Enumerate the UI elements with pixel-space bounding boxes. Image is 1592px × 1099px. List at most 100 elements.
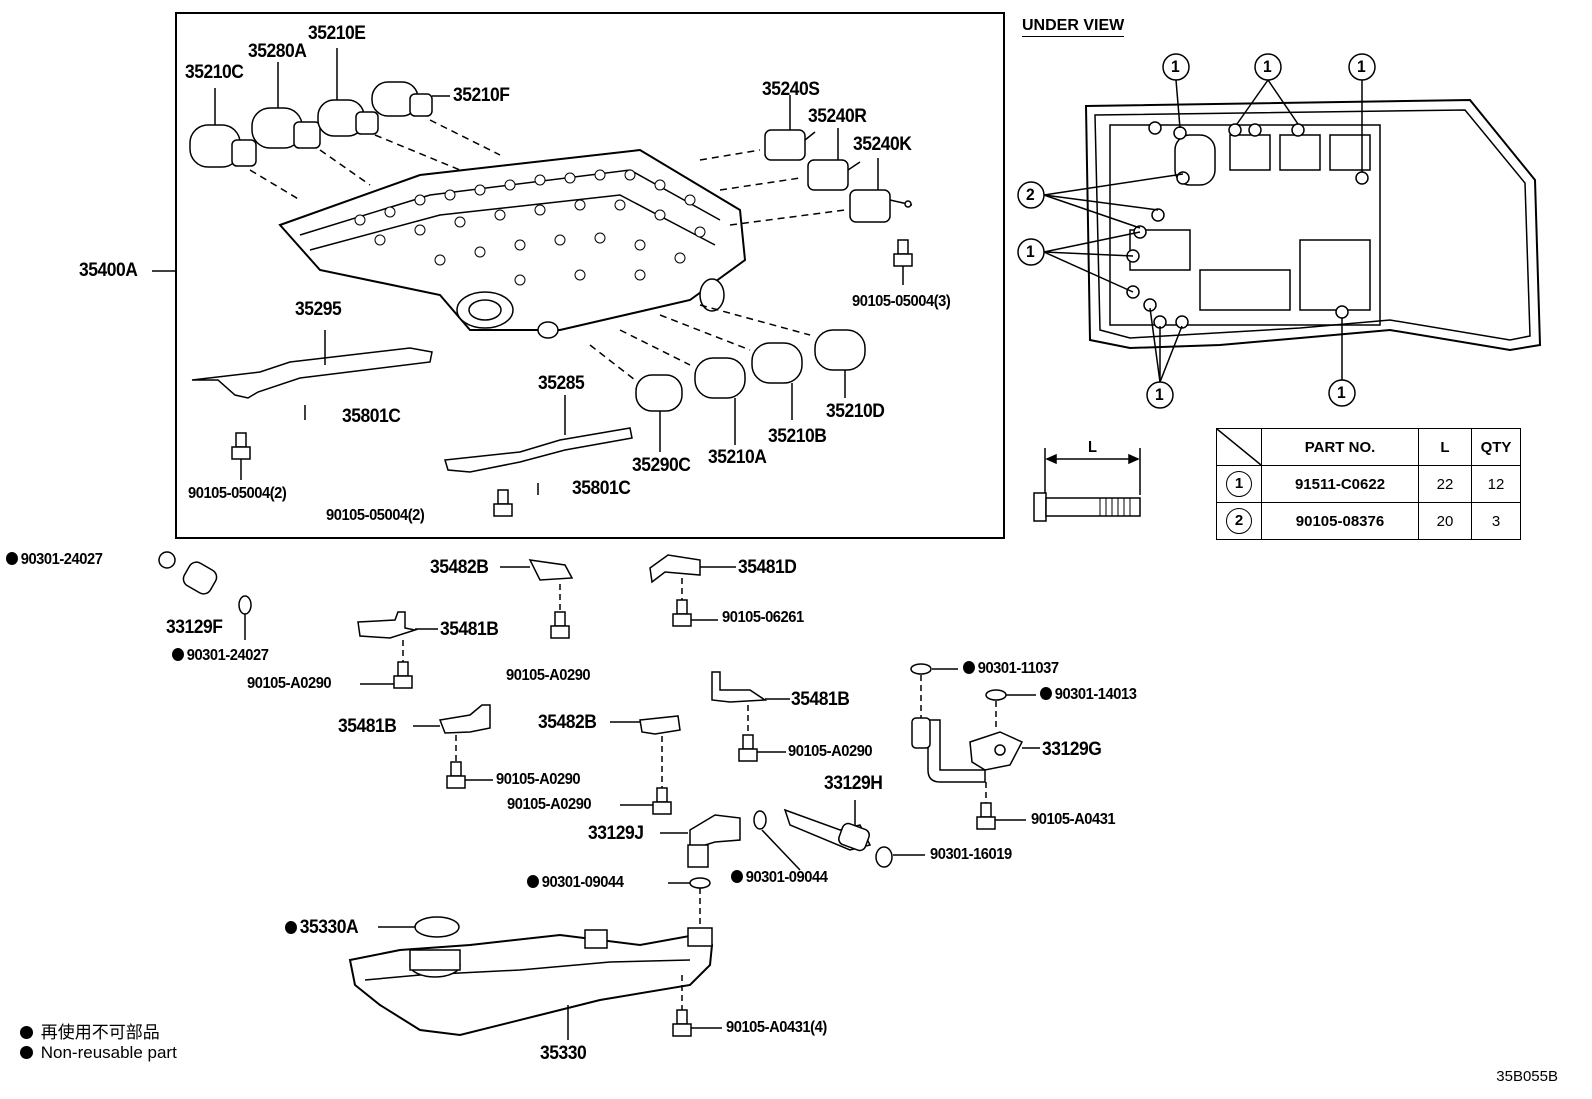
under-view-title: UNDER VIEW bbox=[1022, 17, 1125, 37]
part-35801c-b-label: 35801C bbox=[572, 478, 631, 499]
oring-90301-14013-label: 90301-14013 bbox=[1040, 686, 1137, 703]
oring-90301-24027-a bbox=[158, 551, 176, 569]
assembly-frame bbox=[175, 12, 1005, 539]
spec-ref-cell: 1 bbox=[1216, 465, 1262, 503]
part-35801c-a-label: 35801C bbox=[342, 406, 401, 427]
spec-table-row: 2 90105-08376 20 3 bbox=[1216, 502, 1521, 540]
bolt-06261 bbox=[672, 599, 692, 627]
bolt-a0290-a-label: 90105-A0290 bbox=[506, 667, 591, 684]
part-35295-label: 35295 bbox=[295, 299, 342, 320]
legend-jp: 再使用不可部品 bbox=[20, 1018, 160, 1043]
solenoid-35240s bbox=[764, 95, 816, 161]
bolt-a0290-d bbox=[446, 761, 466, 789]
bracket-35481d bbox=[649, 554, 701, 584]
bolt-a0290-d-label: 90105-A0290 bbox=[496, 771, 581, 788]
spec-header-l: L bbox=[1418, 428, 1472, 466]
solenoid-35240k bbox=[849, 158, 913, 223]
pipe-33129h bbox=[783, 808, 872, 852]
bolt-06261-label: 90105-06261 bbox=[722, 609, 804, 626]
non-reusable-dot-icon bbox=[1040, 687, 1052, 700]
part-35285-label: 35285 bbox=[538, 373, 585, 394]
oring-90301-24027-b bbox=[238, 595, 252, 615]
bolt-90105-05004-2b bbox=[493, 489, 513, 517]
part-35330-label: 35330 bbox=[540, 1043, 587, 1064]
part-35240r-label: 35240R bbox=[808, 106, 867, 127]
oring-90301-11037-label: 90301-11037 bbox=[963, 661, 1059, 677]
bolt-a0431 bbox=[976, 802, 996, 830]
part-35210f-label: 35210F bbox=[453, 85, 510, 106]
sleeve-33129f bbox=[182, 561, 218, 595]
bolt-a0290-c-label: 90105-A0290 bbox=[788, 743, 873, 760]
oring-14013-text: 90301-14013 bbox=[1054, 686, 1137, 703]
dimension-l-label: L bbox=[1088, 439, 1097, 456]
part-35210a-label: 35210A bbox=[708, 447, 767, 468]
figure-id: 35B055B bbox=[1496, 1068, 1558, 1085]
part-35290c-label: 35290C bbox=[632, 455, 691, 476]
solenoid-35210a bbox=[694, 357, 746, 445]
callout-1-f: 1 bbox=[1337, 383, 1346, 402]
solenoid-35210f bbox=[371, 81, 450, 117]
oring-24027-b-text: 90301-24027 bbox=[186, 647, 269, 664]
oring-90301-24027-b-label: 90301-24027 bbox=[172, 647, 269, 664]
spec-table-header-row: PART NO. L QTY bbox=[1216, 428, 1521, 466]
spec-part-no: 90105-08376 bbox=[1261, 502, 1419, 540]
strainer-35330 bbox=[348, 927, 714, 1037]
callout-1-e: 1 bbox=[1155, 385, 1164, 404]
oring-90301-16019-label: 90301-16019 bbox=[930, 846, 1012, 863]
bolt-a0290-b-label: 90105-A0290 bbox=[247, 675, 332, 692]
part-35481b-a-label: 35481B bbox=[440, 619, 499, 640]
bracket-35481b-a bbox=[357, 611, 418, 639]
under-view-callout-leaders bbox=[1043, 79, 1363, 383]
pipe-33129g bbox=[911, 717, 1024, 783]
solenoid-35210b bbox=[751, 342, 803, 420]
callout-2-a: 2 bbox=[1026, 185, 1035, 204]
part-35280a-label: 35280A bbox=[248, 41, 307, 62]
oring-90301-09044-b bbox=[753, 810, 767, 830]
part-33129h-label: 33129H bbox=[824, 773, 883, 794]
spec-length: 20 bbox=[1418, 502, 1472, 540]
bolt-dimension-drawing bbox=[1033, 448, 1141, 522]
under-view-bolts bbox=[1126, 121, 1369, 329]
oring-09044-b-text: 90301-09044 bbox=[745, 869, 828, 886]
plate-35295 bbox=[191, 330, 433, 399]
part-35330a-label: 35330A bbox=[285, 918, 359, 937]
bracket-35482b-a bbox=[528, 559, 574, 581]
part-35210c-label: 35210C bbox=[185, 62, 244, 83]
oring-90301-09044-a bbox=[689, 877, 711, 889]
oring-90301-16019 bbox=[875, 846, 893, 868]
non-reusable-dot-icon bbox=[172, 648, 184, 661]
part-35210b-label: 35210B bbox=[768, 426, 827, 447]
spec-table-row: 1 91511-C0622 22 12 bbox=[1216, 465, 1521, 503]
callout-1-c: 1 bbox=[1357, 57, 1366, 76]
bolt-a0290-a bbox=[550, 611, 570, 639]
oring-90301-11037 bbox=[910, 663, 932, 675]
spec-ref-cell: 2 bbox=[1216, 502, 1262, 540]
spec-header-part-no: PART NO. bbox=[1261, 428, 1419, 466]
bolt-90105-05004-2b-label: 90105-05004(2) bbox=[326, 507, 425, 524]
bolt-90105-05004-2a bbox=[231, 432, 251, 480]
bracket-35482b-b bbox=[639, 715, 681, 735]
solenoid-35210e bbox=[317, 48, 379, 137]
spec-table-corner bbox=[1216, 428, 1262, 466]
part-35482b-a-label: 35482B bbox=[430, 557, 489, 578]
spec-qty: 3 bbox=[1471, 502, 1521, 540]
spec-ref-2: 2 bbox=[1226, 508, 1252, 534]
part-35481d-label: 35481D bbox=[738, 557, 797, 578]
bolt-a0290-e bbox=[652, 787, 672, 815]
non-reusable-dot-icon bbox=[6, 552, 18, 565]
bracket-35481b-c bbox=[438, 704, 491, 734]
oring-24027-a-text: 90301-24027 bbox=[20, 551, 103, 568]
bolt-a0431-4 bbox=[672, 1009, 692, 1037]
spec-header-qty: QTY bbox=[1471, 428, 1521, 466]
legend-en-text: Non-reusable part bbox=[40, 1043, 177, 1062]
bolt-90105-05004-3 bbox=[893, 239, 913, 285]
oring-90301-09044-b-label: 90301-09044 bbox=[731, 869, 828, 886]
oring-90301-09044-a-label: 90301-09044 bbox=[527, 875, 624, 891]
bracket-35481b-b bbox=[711, 671, 768, 703]
part-35210e-label: 35210E bbox=[308, 23, 366, 44]
bolt-a0290-c bbox=[738, 734, 758, 762]
part-35482b-b-label: 35482B bbox=[538, 712, 597, 733]
plate-35285 bbox=[444, 395, 633, 473]
spec-qty: 12 bbox=[1471, 465, 1521, 503]
